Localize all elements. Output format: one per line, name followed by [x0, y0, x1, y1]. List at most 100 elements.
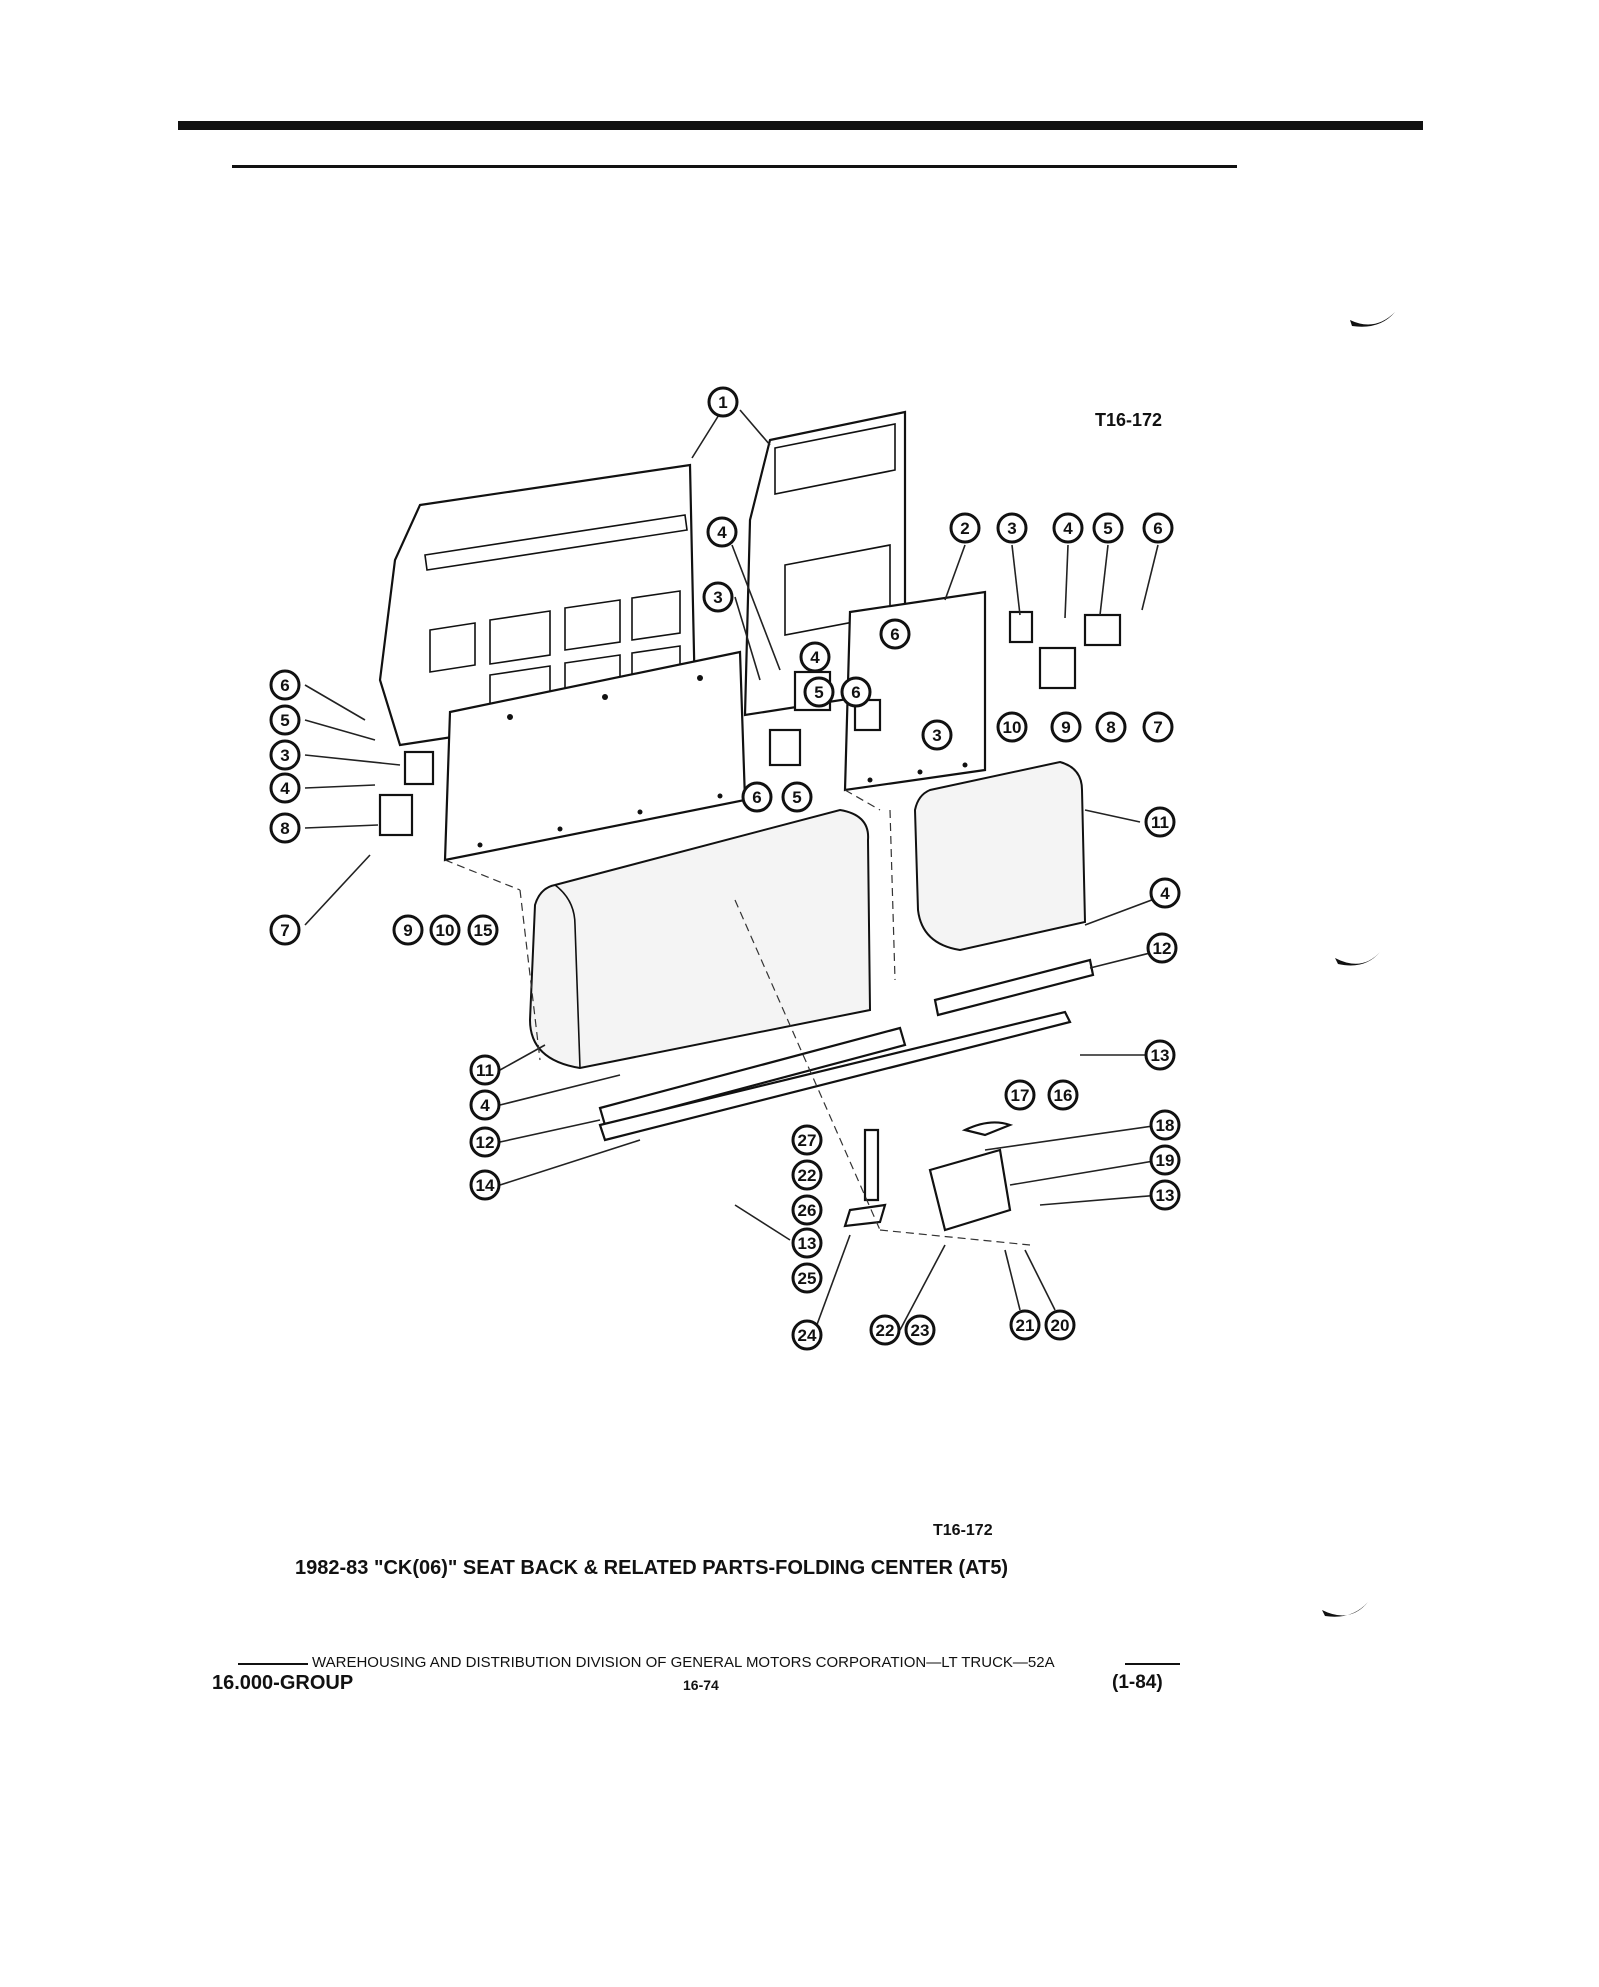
svg-text:10: 10: [1003, 718, 1022, 737]
callout-6: 6: [269, 669, 301, 701]
svg-text:4: 4: [280, 779, 290, 798]
callout-6: 6: [741, 781, 773, 813]
svg-text:4: 4: [717, 523, 727, 542]
svg-text:5: 5: [792, 788, 801, 807]
callout-26: 26: [791, 1194, 823, 1226]
leader-lines: [304, 409, 1166, 1331]
top-rule-thin: [232, 165, 1237, 168]
callout-7: 7: [269, 914, 301, 946]
svg-text:3: 3: [713, 588, 722, 607]
callout-6: 6: [879, 618, 911, 650]
callout-27: 27: [791, 1124, 823, 1156]
svg-text:27: 27: [798, 1131, 817, 1150]
svg-text:8: 8: [280, 819, 289, 838]
svg-text:14: 14: [476, 1176, 495, 1195]
top-rule-thick: [178, 121, 1423, 130]
svg-text:9: 9: [403, 921, 412, 940]
callout-11: 11: [1144, 806, 1176, 838]
svg-text:23: 23: [911, 1321, 930, 1340]
svg-text:4: 4: [480, 1096, 490, 1115]
assembly-dash-lines: [444, 789, 1031, 1246]
latch-mechanism: [843, 1121, 1014, 1232]
svg-text:22: 22: [876, 1321, 895, 1340]
callout-3: 3: [269, 739, 301, 771]
callout-22: 22: [791, 1159, 823, 1191]
svg-text:5: 5: [280, 711, 289, 730]
callout-3: 3: [702, 581, 734, 613]
callout-12: 12: [469, 1126, 501, 1158]
footer-division-line: WAREHOUSING AND DISTRIBUTION DIVISION OF…: [312, 1654, 1055, 1671]
callout-13: 13: [791, 1227, 823, 1259]
svg-text:4: 4: [1063, 519, 1073, 538]
callout-4: 4: [469, 1089, 501, 1121]
footer-date: (1-84): [1112, 1672, 1163, 1693]
callout-4: 4: [799, 641, 831, 673]
callout-23: 23: [904, 1314, 936, 1346]
svg-text:13: 13: [1156, 1186, 1175, 1205]
callout-6: 6: [840, 676, 872, 708]
svg-text:9: 9: [1061, 718, 1070, 737]
callout-8: 8: [269, 812, 301, 844]
callout-9: 9: [392, 914, 424, 946]
figure-code-top: T16-172: [1095, 410, 1163, 430]
svg-text:3: 3: [280, 746, 289, 765]
figure-caption: 1982-83 "CK(06)" SEAT BACK & RELATED PAR…: [295, 1557, 1009, 1579]
left-hinge-rail: [598, 1010, 1072, 1142]
svg-text:10: 10: [436, 921, 455, 940]
svg-text:6: 6: [890, 625, 899, 644]
svg-text:11: 11: [1151, 813, 1169, 832]
svg-text:6: 6: [1153, 519, 1162, 538]
svg-text:2: 2: [960, 519, 969, 538]
svg-text:5: 5: [814, 683, 823, 702]
svg-text:22: 22: [798, 1166, 817, 1185]
svg-text:13: 13: [798, 1234, 817, 1253]
svg-text:11: 11: [476, 1061, 494, 1080]
callout-21: 21: [1009, 1309, 1041, 1341]
svg-text:26: 26: [798, 1201, 817, 1220]
callout-13: 13: [1144, 1039, 1176, 1071]
svg-text:12: 12: [1153, 939, 1172, 958]
binder-marks: [1322, 312, 1395, 1617]
callout-5: 5: [1092, 512, 1124, 544]
svg-text:12: 12: [476, 1133, 495, 1152]
left-seat-cushion: [528, 808, 872, 1070]
callout-14: 14: [469, 1169, 501, 1201]
right-seat-cushion: [913, 760, 1087, 952]
callout-13: 13: [1149, 1179, 1181, 1211]
svg-text:7: 7: [280, 921, 289, 940]
footer-rule-left: [238, 1663, 308, 1665]
callout-8: 8: [1095, 711, 1127, 743]
callout-3: 3: [921, 719, 953, 751]
right-hinge-rail: [933, 958, 1095, 1017]
callout-9: 9: [1050, 711, 1082, 743]
callout-group: 1 2 3 4 5 6 3 4 6 3 6 5 4 5 6 10 9 8 7 6…: [269, 386, 1181, 1351]
callout-10: 10: [429, 914, 461, 946]
callout-4: 4: [1052, 512, 1084, 544]
callout-25: 25: [791, 1262, 823, 1294]
callout-5: 5: [781, 781, 813, 813]
svg-text:13: 13: [1151, 1046, 1170, 1065]
svg-text:18: 18: [1156, 1116, 1175, 1135]
callout-1: 1: [707, 386, 739, 418]
callout-22: 22: [869, 1314, 901, 1346]
svg-text:3: 3: [932, 726, 941, 745]
callout-4: 4: [1149, 877, 1181, 909]
callout-7: 7: [1142, 711, 1174, 743]
svg-text:25: 25: [798, 1269, 817, 1288]
callout-3: 3: [996, 512, 1028, 544]
callout-10: 10: [996, 711, 1028, 743]
callout-24: 24: [791, 1319, 823, 1351]
callout-12: 12: [1146, 932, 1178, 964]
svg-text:15: 15: [474, 921, 493, 940]
svg-text:8: 8: [1106, 718, 1115, 737]
svg-text:20: 20: [1051, 1316, 1070, 1335]
svg-text:24: 24: [798, 1326, 817, 1345]
svg-text:5: 5: [1103, 519, 1112, 538]
svg-text:21: 21: [1016, 1316, 1035, 1335]
callout-20: 20: [1044, 1309, 1076, 1341]
callout-18: 18: [1149, 1109, 1181, 1141]
callout-2: 2: [949, 512, 981, 544]
callout-15: 15: [467, 914, 499, 946]
svg-text:1: 1: [718, 393, 727, 412]
